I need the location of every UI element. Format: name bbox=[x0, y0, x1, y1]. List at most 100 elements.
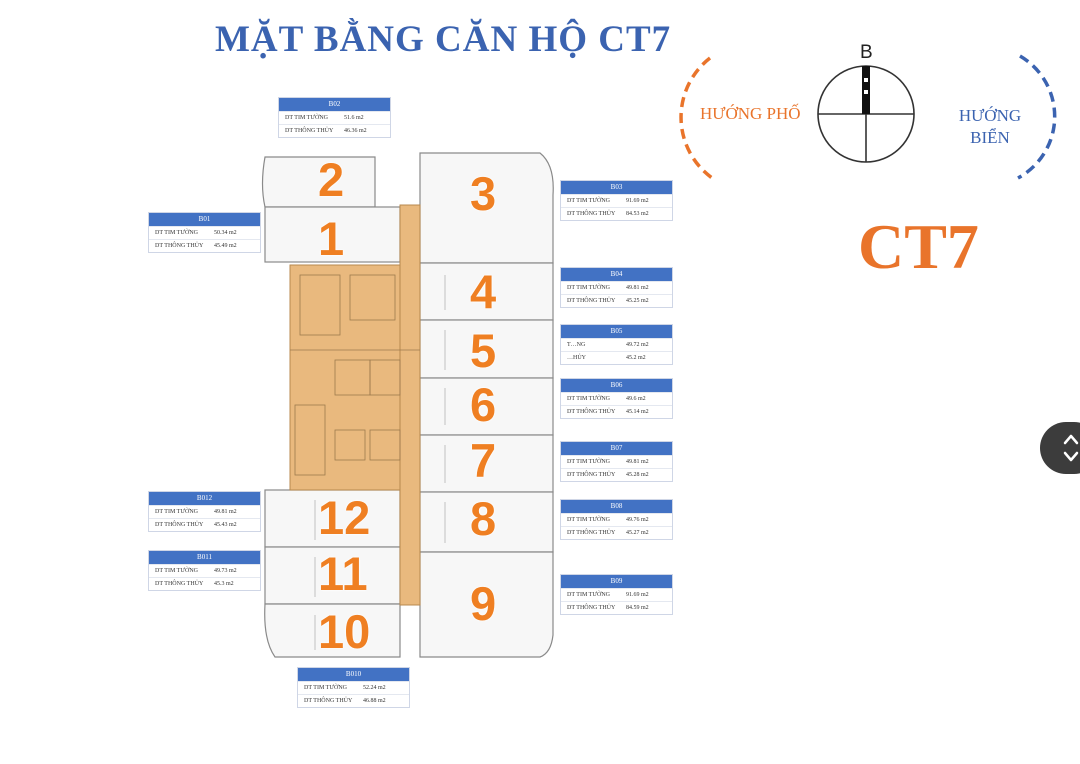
area-card-label: T…NG bbox=[567, 342, 586, 348]
area-card-value: 84.59 m2 bbox=[626, 605, 649, 611]
unit-number-3: 3 bbox=[470, 167, 497, 220]
area-card-label: …HỦY bbox=[567, 355, 586, 361]
unit-number-8: 8 bbox=[470, 492, 497, 545]
area-card-label: DT TIM TƯỜNG bbox=[304, 685, 347, 691]
area-card-label: DT THÔNG THỦY bbox=[567, 472, 616, 478]
area-card-label: DT THÔNG THỦY bbox=[567, 211, 616, 217]
area-card-value: 45.14 m2 bbox=[626, 409, 649, 415]
area-card-value: 45.27 m2 bbox=[626, 530, 649, 536]
unit-number-9: 9 bbox=[470, 577, 497, 630]
area-card-b02: B02 DT TIM TƯỜNG 51.6 m2 DT THÔNG THỦY 46.… bbox=[278, 97, 391, 138]
area-card-b011: B011 DT TIM TƯỜNG 49.73 m2 DT THÔNG THỦY 4… bbox=[148, 550, 261, 591]
sea-direction-line2: BIỂN bbox=[970, 128, 1010, 147]
area-card-label: DT THÔNG THỦY bbox=[155, 243, 204, 249]
area-card-b012: B012 DT TIM TƯỜNG 49.81 m2 DT THÔNG THỦY 4… bbox=[148, 491, 261, 532]
unit-4-outline bbox=[419, 262, 554, 321]
unit-number-5: 5 bbox=[470, 324, 497, 377]
chevron-up-down-icon bbox=[1063, 434, 1079, 462]
area-card-code: B04 bbox=[561, 268, 672, 281]
area-card-code: B09 bbox=[561, 575, 672, 588]
area-card-label: DT TIM TƯỜNG bbox=[155, 230, 198, 236]
area-card-label: DT THÔNG THỦY bbox=[285, 128, 334, 134]
area-card-label: DT TIM TƯỜNG bbox=[567, 517, 610, 523]
sea-direction-label: HƯỚNG BIỂN bbox=[955, 105, 1025, 149]
page-title: MẶT BẰNG CĂN HỘ CT7 bbox=[215, 19, 672, 60]
street-direction-arc bbox=[679, 56, 716, 182]
area-card-code: B05 bbox=[561, 325, 672, 338]
area-card-label: DT THÔNG THỦY bbox=[567, 409, 616, 415]
area-card-label: DT THÔNG THỦY bbox=[304, 698, 353, 704]
street-direction-label: HƯỚNG PHỐ bbox=[700, 104, 801, 123]
area-card-code: B011 bbox=[149, 551, 260, 564]
area-card-label: DT TIM TƯỜNG bbox=[155, 509, 198, 515]
unit-1-outline bbox=[264, 206, 401, 263]
unit-7-outline bbox=[419, 434, 554, 493]
area-card-label: DT THÔNG THỦY bbox=[567, 605, 616, 611]
area-card-value: 46.36 m2 bbox=[344, 128, 367, 134]
area-card-value: 45.25 m2 bbox=[626, 298, 649, 304]
area-card-value: 45.2 m2 bbox=[626, 355, 646, 361]
area-card-value: 45.28 m2 bbox=[626, 472, 649, 478]
area-card-label: DT TIM TƯỜNG bbox=[285, 115, 328, 121]
area-card-label: DT THÔNG THỦY bbox=[155, 522, 204, 528]
area-card-b06: B06 DT TIM TƯỜNG 49.6 m2 DT THÔNG THỦY 45.… bbox=[560, 378, 673, 419]
core-area bbox=[289, 264, 421, 491]
unit-10-outline bbox=[264, 603, 401, 658]
area-card-value: 49.73 m2 bbox=[214, 568, 237, 574]
area-card-b09: B09 DT TIM TƯỜNG 91.69 m2 DT THÔNG THỦY 84… bbox=[560, 574, 673, 615]
area-card-code: B012 bbox=[149, 492, 260, 505]
area-card-label: DT THÔNG THỦY bbox=[567, 298, 616, 304]
area-card-code: B07 bbox=[561, 442, 672, 455]
area-card-code: B02 bbox=[279, 98, 390, 111]
area-card-value: 45.3 m2 bbox=[214, 581, 234, 587]
sea-direction-line1: HƯỚNG bbox=[958, 106, 1022, 125]
floor-plan bbox=[261, 152, 554, 658]
area-card-label: DT TIM TƯỜNG bbox=[567, 198, 610, 204]
unit-number-12: 12 bbox=[318, 491, 371, 544]
unit-number-7: 7 bbox=[470, 434, 497, 487]
area-card-code: B03 bbox=[561, 181, 672, 194]
area-card-label: DT TIM TƯỜNG bbox=[567, 396, 610, 402]
area-card-b05: B05 T…NG 49.72 m2 …HỦY 45.2 m2 bbox=[560, 324, 673, 365]
area-card-value: 49.72 m2 bbox=[626, 342, 649, 348]
area-card-value: 49.81 m2 bbox=[626, 459, 649, 465]
unit-number-11: 11 bbox=[318, 547, 368, 600]
area-card-value: 49.81 m2 bbox=[214, 509, 237, 515]
area-card-code: B06 bbox=[561, 379, 672, 392]
area-card-label: DT TIM TƯỜNG bbox=[567, 592, 610, 598]
scroll-toggle-button[interactable] bbox=[1040, 422, 1080, 474]
area-card-b03: B03 DT TIM TƯỜNG 91.69 m2 DT THÔNG THỦY 84… bbox=[560, 180, 673, 221]
area-card-value: 46.88 m2 bbox=[363, 698, 386, 704]
area-card-code: B01 bbox=[149, 213, 260, 226]
area-card-value: 52.24 m2 bbox=[363, 685, 386, 691]
compass bbox=[679, 54, 1057, 182]
area-card-value: 45.49 m2 bbox=[214, 243, 237, 249]
corridor bbox=[399, 204, 421, 606]
unit-9-outline bbox=[419, 551, 554, 658]
area-card-value: 50.34 m2 bbox=[214, 230, 237, 236]
area-card-b01: B01 DT TIM TƯỜNG 50.34 m2 DT THÔNG THỦY 45… bbox=[148, 212, 261, 253]
unit-6-outline bbox=[419, 377, 554, 436]
area-card-value: 49.6 m2 bbox=[626, 396, 646, 402]
sea-direction-arc bbox=[1017, 54, 1057, 180]
area-card-label: DT THÔNG THỦY bbox=[567, 530, 616, 536]
area-card-value: 84.53 m2 bbox=[626, 211, 649, 217]
area-card-value: 91.69 m2 bbox=[626, 198, 649, 204]
unit-12-outline bbox=[264, 489, 401, 548]
area-card-value: 49.81 m2 bbox=[626, 285, 649, 291]
unit-8-outline bbox=[419, 491, 554, 553]
unit-number-10: 10 bbox=[318, 605, 371, 658]
area-card-value: 51.6 m2 bbox=[344, 115, 364, 121]
area-card-value: 91.69 m2 bbox=[626, 592, 649, 598]
area-card-label: DT THÔNG THỦY bbox=[155, 581, 204, 587]
area-card-label: DT TIM TƯỜNG bbox=[155, 568, 198, 574]
unit-number-1: 1 bbox=[318, 212, 345, 265]
area-card-label: DT TIM TƯỜNG bbox=[567, 285, 610, 291]
building-label: CT7 bbox=[858, 211, 979, 282]
area-card-value: 45.43 m2 bbox=[214, 522, 237, 528]
unit-number-4: 4 bbox=[470, 265, 497, 318]
area-card-value: 49.76 m2 bbox=[626, 517, 649, 523]
